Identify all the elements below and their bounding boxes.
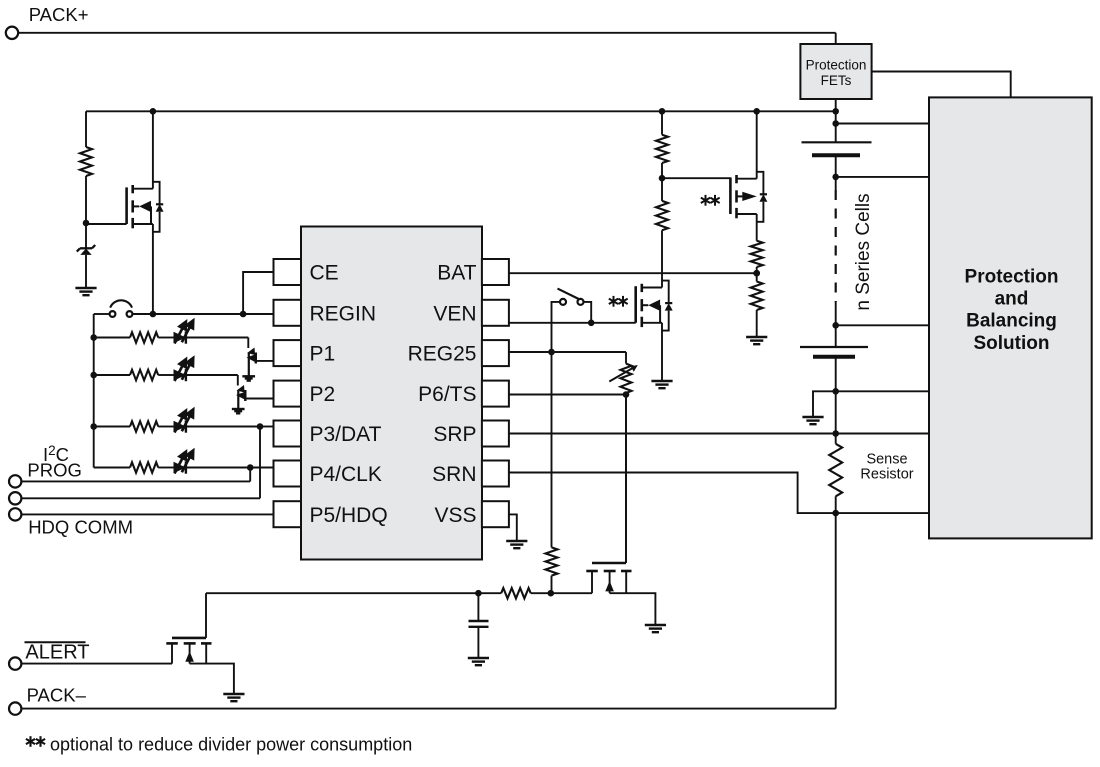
svg-text:and: and	[995, 289, 1029, 310]
svg-text:FETs: FETs	[821, 73, 852, 88]
svg-text:ALERT: ALERT	[25, 642, 89, 664]
svg-text:Solution: Solution	[974, 333, 1050, 354]
svg-text:REGIN: REGIN	[310, 302, 377, 325]
svg-text:SRN: SRN	[432, 463, 476, 486]
svg-text:BAT: BAT	[437, 262, 476, 285]
svg-text:P6/TS: P6/TS	[418, 383, 476, 406]
svg-text:CE: CE	[310, 262, 339, 285]
svg-text:PACK–: PACK–	[27, 685, 87, 706]
svg-text:PROG: PROG	[27, 460, 81, 481]
svg-text:optional to reduce divider pow: optional to reduce divider power consump…	[50, 735, 412, 755]
svg-text:Protection: Protection	[806, 58, 867, 73]
svg-text:REG25: REG25	[408, 343, 477, 366]
svg-text:P4/CLK: P4/CLK	[310, 463, 382, 486]
svg-text:P2: P2	[310, 383, 336, 406]
svg-text:n Series Cells: n Series Cells	[853, 193, 874, 310]
svg-text:Balancing: Balancing	[966, 311, 1057, 332]
svg-text:Sense: Sense	[866, 452, 907, 468]
svg-text:PACK+: PACK+	[29, 4, 89, 25]
svg-text:P5/HDQ: P5/HDQ	[310, 504, 388, 527]
svg-text:VEN: VEN	[433, 302, 476, 325]
svg-text:Protection: Protection	[965, 267, 1059, 288]
svg-text:P1: P1	[310, 343, 336, 366]
svg-text:P3/DAT: P3/DAT	[310, 423, 382, 446]
svg-text:Resistor: Resistor	[860, 467, 913, 483]
svg-text:HDQ COMM: HDQ COMM	[28, 517, 133, 538]
svg-text:SRP: SRP	[433, 423, 476, 446]
svg-text:VSS: VSS	[434, 504, 476, 527]
